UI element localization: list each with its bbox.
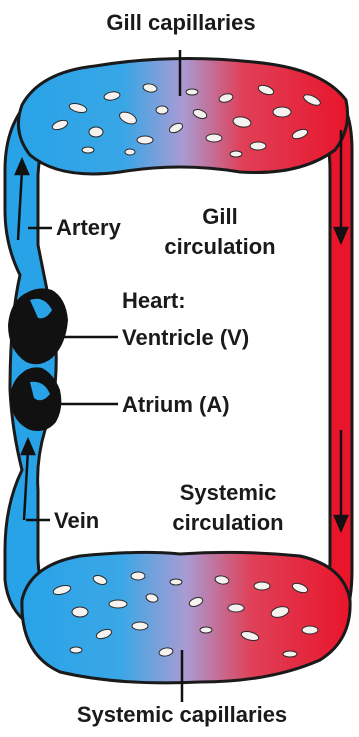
gill-capillaries-label: Gill capillaries: [106, 10, 255, 35]
ventricle-label: Ventricle (V): [122, 325, 249, 350]
atrium-label: Atrium (A): [122, 392, 230, 417]
systemic-capillary-bed: [22, 552, 350, 682]
artery-label: Artery: [56, 215, 122, 240]
systemic-circulation-label-line2: circulation: [172, 510, 283, 535]
systemic-capillaries-label: Systemic capillaries: [77, 702, 287, 727]
vein-label: Vein: [54, 508, 99, 533]
gill-circulation-label-line1: Gill: [202, 204, 237, 229]
gill-circulation-label-line2: circulation: [164, 234, 275, 259]
systemic-circulation-label-line1: Systemic: [180, 480, 277, 505]
right-oxygenated-vessel: [310, 92, 352, 615]
heart-label: Heart:: [122, 288, 186, 313]
gill-capillary-bed: [18, 58, 347, 173]
